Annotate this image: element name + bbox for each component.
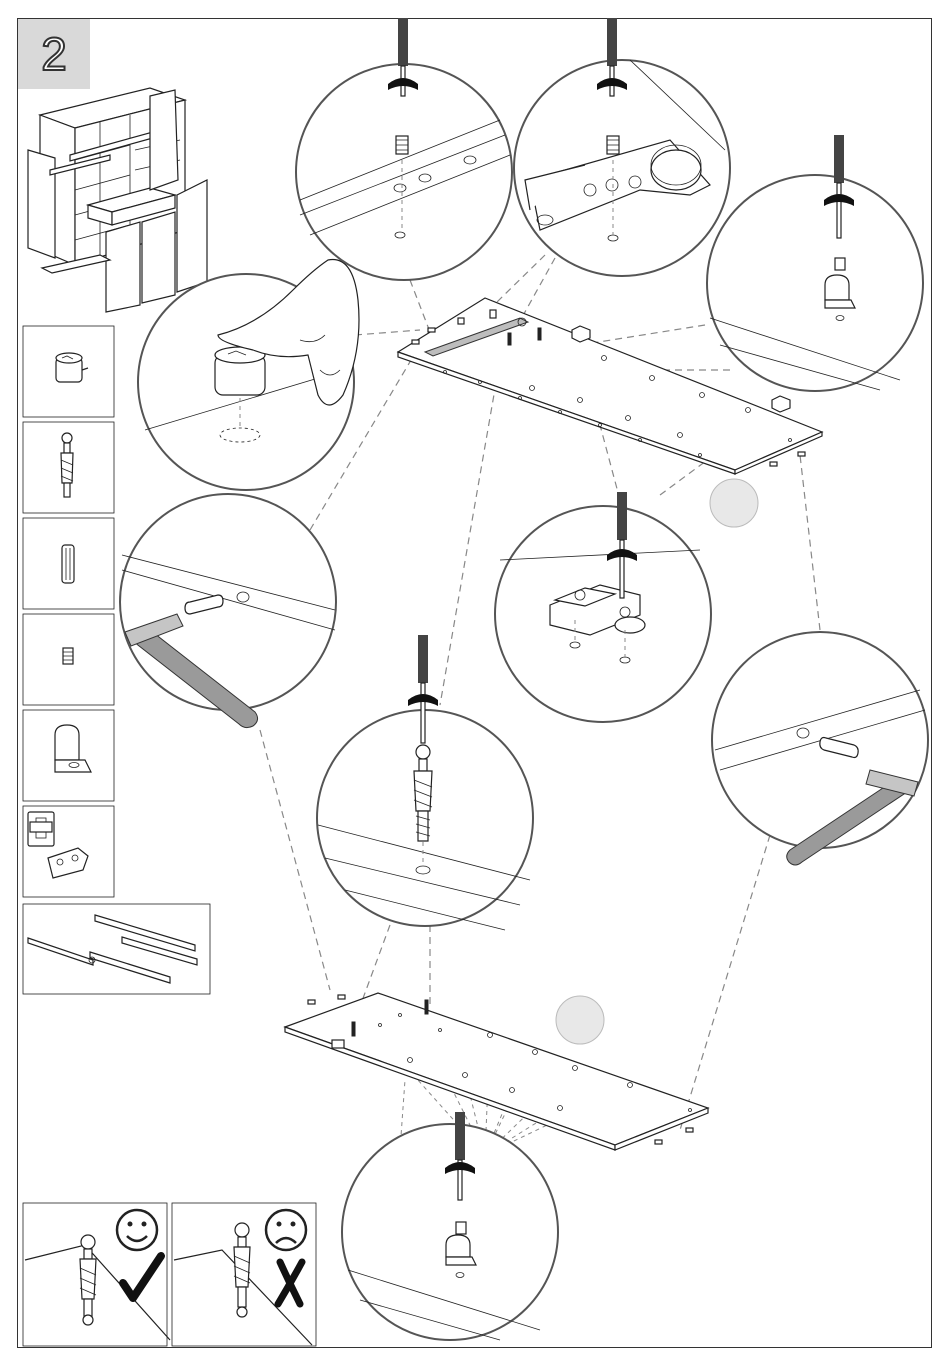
bottom-panel: [285, 993, 708, 1150]
screw-insert-plate-detail: [514, 18, 730, 276]
frown-face-icon: [266, 1210, 306, 1250]
hammer-dowel-left-detail: [120, 494, 336, 728]
marker-disc-bottom: [556, 996, 604, 1044]
install-example-correct: [23, 1203, 170, 1346]
drawer-slides-icon: [28, 915, 197, 983]
cam-bolt-dowel-icon: [61, 433, 73, 497]
wooden-dowel-icon: [62, 545, 74, 583]
cam-lock-icon: [56, 353, 88, 382]
screw-support-bottom-detail: [342, 1112, 558, 1340]
hinge-mounting-plate-icon: [28, 812, 88, 878]
hammer-dowel-right-detail: [712, 632, 928, 865]
shelf-support-icon: [55, 725, 91, 772]
screw-insert-support-detail: [707, 135, 923, 391]
checkmark-icon: [123, 1256, 161, 1298]
screw-cam-bolt-detail: [317, 635, 533, 930]
cabinet-overview: [28, 88, 207, 312]
screw-plate-detail: [495, 492, 711, 722]
threaded-insert-icon: [63, 648, 73, 664]
install-example-incorrect: [172, 1203, 316, 1346]
smiley-face-icon: [117, 1210, 157, 1250]
marker-disc-top: [710, 479, 758, 527]
screw-insert-rail-detail: [296, 18, 512, 280]
x-mark-icon: [278, 1262, 302, 1304]
